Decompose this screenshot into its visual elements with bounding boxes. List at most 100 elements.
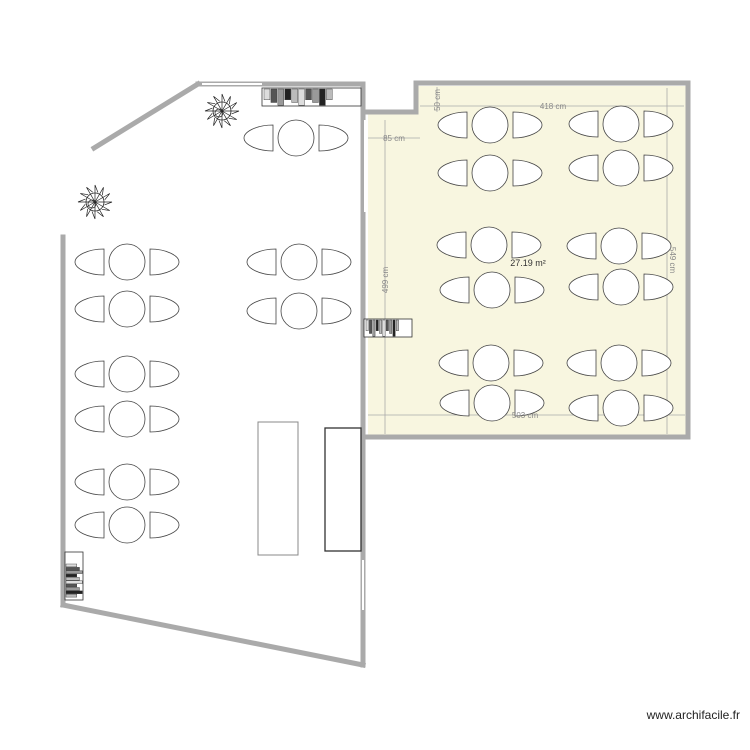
round-table	[277, 119, 315, 157]
tables	[74, 105, 674, 544]
chair-left	[439, 389, 470, 417]
dim-top-width: 418 cm	[540, 102, 567, 111]
round-table	[602, 149, 640, 187]
chair-right	[149, 360, 180, 388]
chair-left	[568, 154, 599, 182]
dim-bottom-width: 503 cm	[512, 411, 539, 420]
round-table	[600, 227, 638, 265]
chair-left	[243, 124, 274, 152]
chair-right	[149, 405, 180, 433]
table-with-chairs	[439, 384, 545, 422]
plant-icon	[204, 93, 240, 129]
chair-right	[643, 394, 674, 422]
chair-right	[514, 276, 545, 304]
table-with-chairs	[74, 355, 180, 393]
dim-notch-height: 50 cm	[433, 89, 442, 111]
chair-right	[321, 297, 352, 325]
round-table	[108, 290, 146, 328]
plant-icon	[77, 184, 113, 220]
chair-left	[566, 349, 597, 377]
round-table	[280, 243, 318, 281]
chair-right	[321, 248, 352, 276]
counters	[257, 421, 362, 556]
chair-right	[512, 111, 543, 139]
table-with-chairs	[568, 389, 674, 427]
round-table	[108, 463, 146, 501]
round-table	[600, 344, 638, 382]
round-table	[471, 106, 509, 144]
round-table	[108, 506, 146, 544]
round-table	[108, 355, 146, 393]
chair-left	[74, 511, 105, 539]
area-label: 27.19 m²	[510, 258, 546, 268]
table-with-chairs	[74, 400, 180, 438]
round-table	[108, 243, 146, 281]
round-table	[471, 154, 509, 192]
table-with-chairs	[566, 344, 672, 382]
chair-left	[566, 232, 597, 260]
table-with-chairs	[437, 154, 543, 192]
round-table	[470, 226, 508, 264]
chair-left	[246, 248, 277, 276]
bookshelf-icon	[363, 318, 413, 338]
table-with-chairs	[439, 271, 545, 309]
chair-left	[74, 405, 105, 433]
chair-left	[74, 360, 105, 388]
chair-right	[641, 349, 672, 377]
wall-bottom-diagonal	[60, 602, 366, 668]
round-table	[602, 389, 640, 427]
chair-right	[512, 159, 543, 187]
chair-left	[568, 110, 599, 138]
chair-left	[438, 349, 469, 377]
chair-right	[149, 468, 180, 496]
table-with-chairs	[246, 292, 352, 330]
chair-right	[514, 389, 545, 417]
table-with-chairs	[566, 227, 672, 265]
chair-right	[511, 231, 542, 259]
round-table	[473, 384, 511, 422]
chair-right	[149, 295, 180, 323]
chair-right	[513, 349, 544, 377]
round-table	[108, 400, 146, 438]
shelves	[64, 87, 413, 601]
table-with-chairs	[568, 149, 674, 187]
counter-table	[257, 421, 299, 556]
walls	[60, 80, 691, 668]
table-with-chairs	[243, 119, 349, 157]
chair-right	[318, 124, 349, 152]
round-table	[602, 105, 640, 143]
round-table	[472, 344, 510, 382]
dim-right-height: 549 cm	[668, 247, 677, 274]
table-with-chairs	[568, 268, 674, 306]
chair-right	[643, 273, 674, 301]
bookshelf-icon	[64, 551, 84, 601]
chair-right	[641, 232, 672, 260]
chair-right	[643, 154, 674, 182]
table-with-chairs	[74, 290, 180, 328]
dim-notch-width: 85 cm	[383, 134, 405, 143]
round-table	[473, 271, 511, 309]
chair-right	[149, 511, 180, 539]
table-with-chairs	[438, 344, 544, 382]
table-with-chairs	[436, 226, 542, 264]
chair-left	[74, 248, 105, 276]
table-with-chairs	[246, 243, 352, 281]
table-with-chairs	[437, 106, 543, 144]
chair-left	[437, 159, 468, 187]
table-with-chairs	[568, 105, 674, 143]
chair-left	[436, 231, 467, 259]
chair-left	[568, 273, 599, 301]
chair-left	[437, 111, 468, 139]
chair-left	[568, 394, 599, 422]
round-table	[602, 268, 640, 306]
chair-left	[439, 276, 470, 304]
bookshelf-icon	[261, 87, 362, 107]
chair-left	[246, 297, 277, 325]
table-with-chairs	[74, 506, 180, 544]
bar-counter	[324, 427, 362, 552]
chair-left	[74, 468, 105, 496]
plants	[77, 93, 240, 220]
chair-left	[74, 295, 105, 323]
